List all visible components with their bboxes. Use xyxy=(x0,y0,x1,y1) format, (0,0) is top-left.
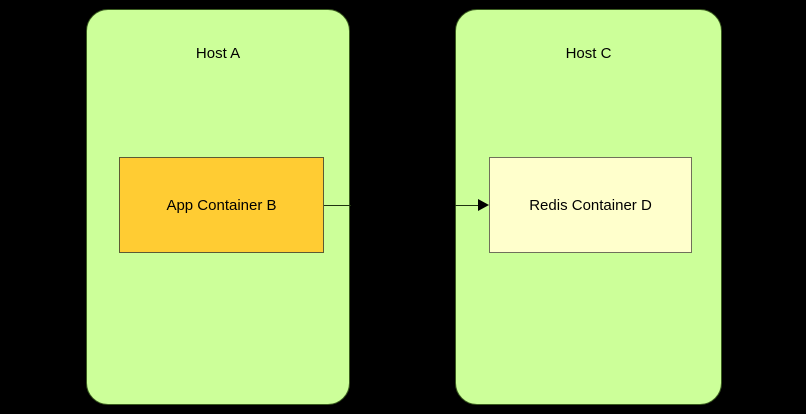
app-container-b-label: App Container B xyxy=(166,196,277,214)
redis-container-d-box[interactable]: Redis Container D xyxy=(489,157,692,253)
connector-line-host-a-segment[interactable] xyxy=(324,205,351,206)
host-a-label: Host A xyxy=(195,45,241,62)
host-c-label: Host C xyxy=(565,45,612,62)
app-container-b-box[interactable]: App Container B xyxy=(119,157,324,253)
arrow-head-icon xyxy=(478,199,489,211)
redis-container-d-label: Redis Container D xyxy=(529,196,652,214)
connector-line-host-c-segment[interactable] xyxy=(455,205,481,206)
